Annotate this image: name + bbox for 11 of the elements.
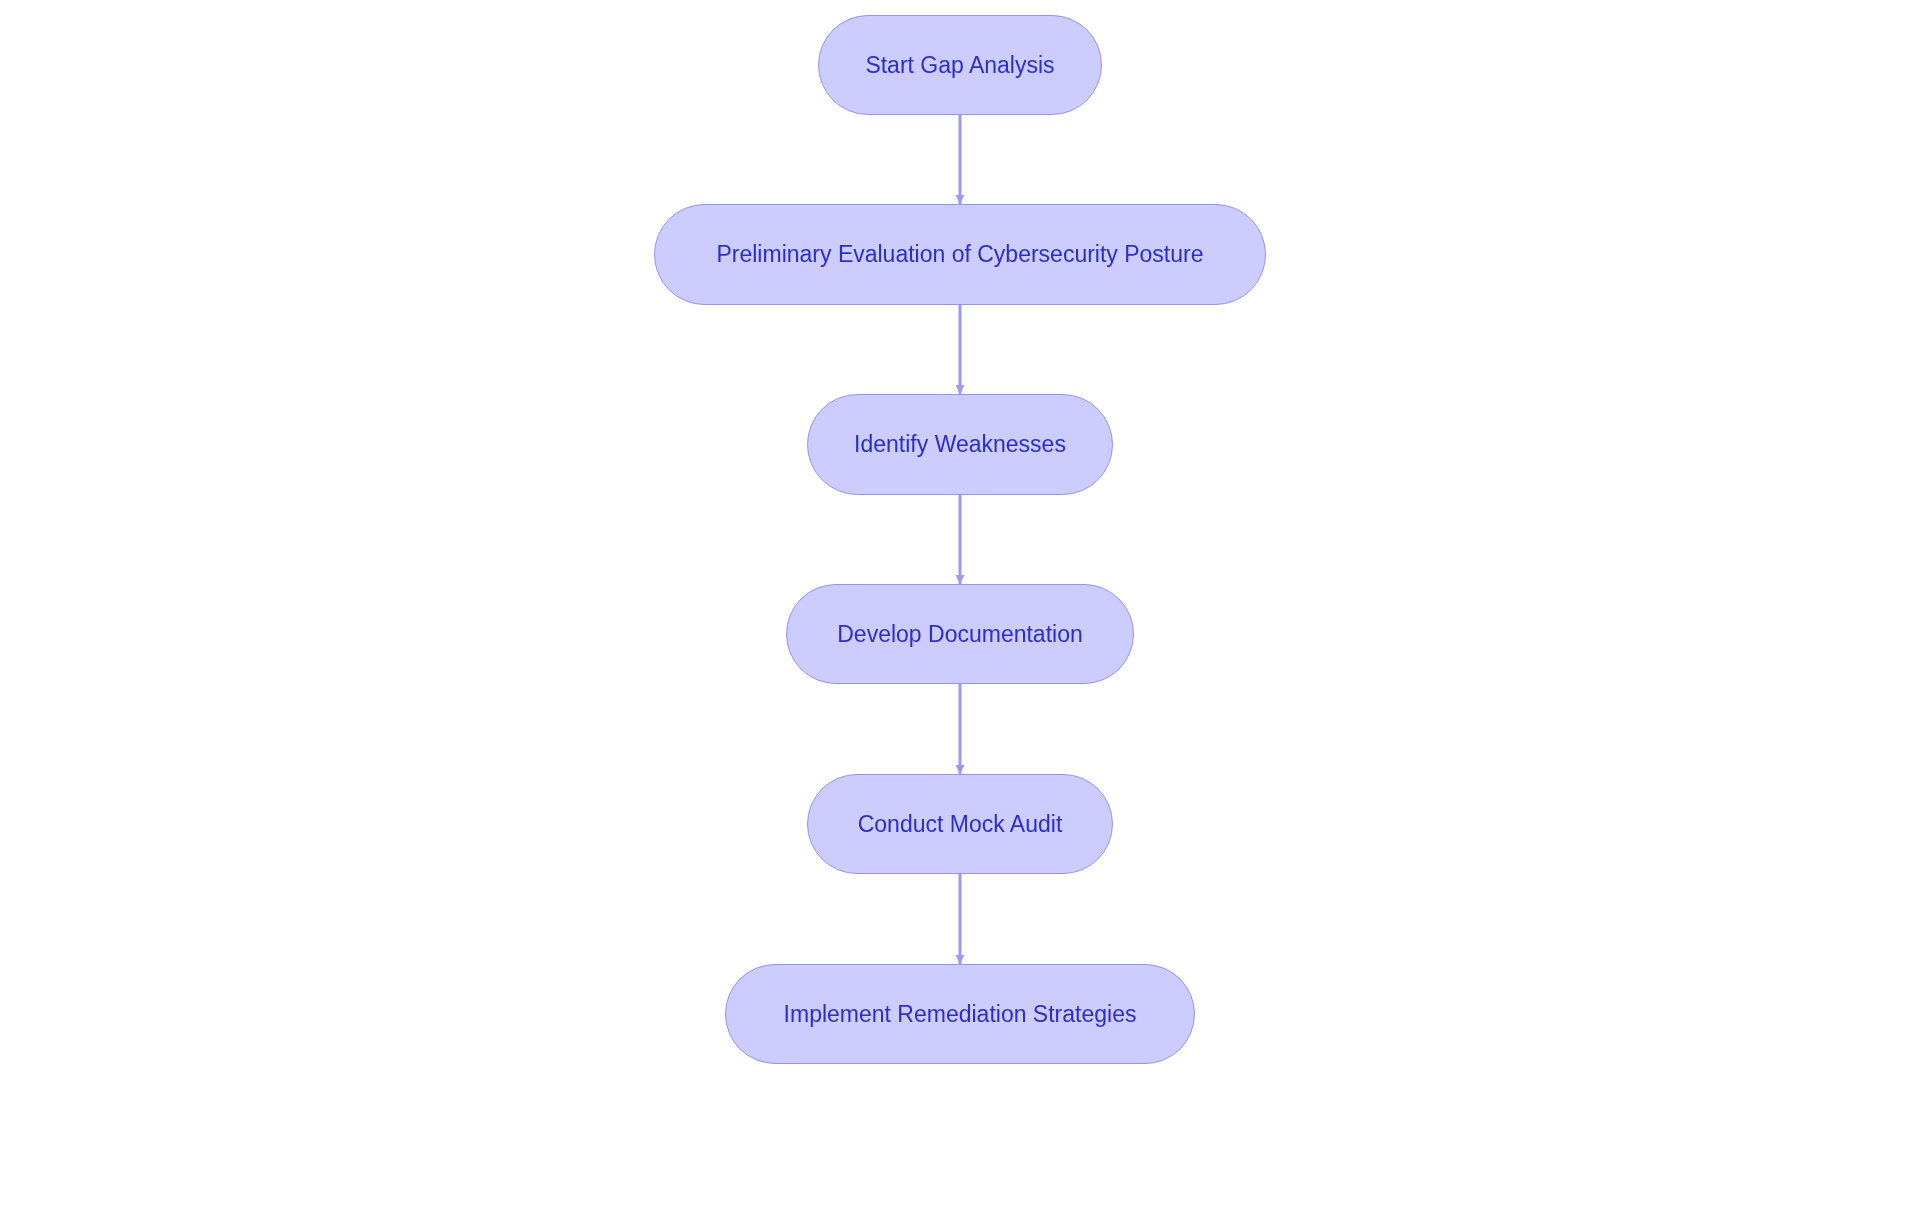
arrow — [955, 874, 965, 964]
arrow — [955, 495, 965, 584]
step-label: Identify Weaknesses — [854, 430, 1066, 460]
arrow — [955, 305, 965, 394]
step-label: Implement Remediation Strategies — [783, 999, 1137, 1029]
step-label: Start Gap Analysis — [865, 50, 1055, 80]
step-label: Conduct Mock Audit — [857, 809, 1063, 839]
step-label: Preliminary Evaluation of Cybersecurity Posture — [716, 240, 1204, 270]
arrow — [955, 115, 965, 204]
step-label: Develop Documentation — [837, 619, 1083, 649]
arrow — [955, 684, 965, 774]
